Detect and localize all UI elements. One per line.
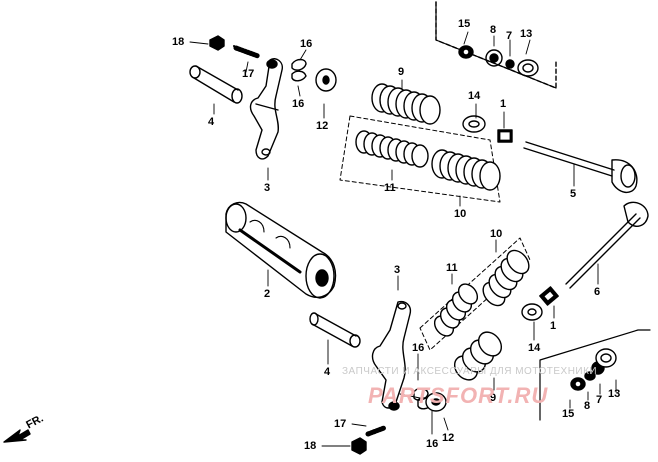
exhaust-valve [523,141,638,193]
stem-seal-bottom [539,286,559,306]
callout-18-top: 18 [172,36,185,48]
callout-15-top: 15 [458,18,471,30]
valve-spring-10-top [431,149,501,191]
callout-9-bottom: 9 [490,392,497,404]
adjuster-nut-top [209,35,225,51]
rocker-shaft-top [189,65,243,104]
spring-retainer-top [315,68,337,92]
rocker-arm-bottom [371,300,412,411]
callout-10-bottom: 10 [490,228,503,240]
inner-valve-spring-top [355,130,429,168]
callout-10-top: 10 [454,208,467,220]
adjusting-screw-top [233,45,261,59]
callout-6: 6 [594,286,601,298]
callout-2: 2 [264,288,271,300]
callout-15-bottom: 15 [562,408,575,420]
valve-cotter-top [291,58,307,82]
front-direction-arrow [3,429,31,443]
inset-box-bottom [539,329,651,421]
callout-4-bottom: 4 [324,366,331,378]
callout-16-top-a: 16 [300,38,313,50]
camshaft [225,201,337,299]
spring-box-bottom [419,237,531,351]
callout-7-top: 7 [506,30,513,42]
spring-seat-bottom [521,303,543,321]
callout-3-bottom: 3 [394,264,401,276]
callout-4-top: 4 [208,116,215,128]
outer-valve-spring-top [371,83,441,125]
rocker-shaft-bottom [309,312,361,348]
callout-3-top: 3 [264,182,271,194]
callout-13-top: 13 [520,28,533,40]
rocker-arm-top [249,58,284,160]
callout-17-top: 17 [242,68,255,80]
intake-valve [565,201,649,289]
callout-16-top-b: 16 [292,98,305,110]
callout-12-bottom: 12 [442,432,455,444]
adjuster-nut-bottom [351,437,367,455]
callout-18-bottom: 18 [304,440,317,452]
callout-16-bottom-b: 16 [426,438,439,450]
watermark-text: ЗАПЧАСТИ И АКСЕССУАРЫ ДЛЯ МОТОТЕХНИКИ [342,366,598,377]
callout-12-top: 12 [316,120,329,132]
inset-box-top [435,1,557,89]
callout-17-bottom: 17 [334,418,347,430]
callout-5: 5 [570,188,577,200]
callout-11-top: 11 [384,182,396,194]
inset-parts-top [458,45,539,77]
callout-7-bottom: 7 [596,394,603,406]
valve-springs-bottom [433,249,530,337]
callout-13-bottom: 13 [608,388,621,400]
stem-seal-top [497,129,513,143]
spring-box-top [339,115,501,203]
spring-retainer-bottom [425,392,447,412]
callout-9-top: 9 [398,66,405,78]
outer-valve-spring-bottom [453,331,503,381]
inset-parts-bottom [570,348,617,391]
callout-1-top: 1 [500,98,507,110]
callout-11-bottom: 11 [446,262,458,274]
callout-14-bottom: 14 [528,342,541,354]
callout-14-top: 14 [468,90,481,102]
callout-8-top: 8 [490,24,497,36]
callout-1-bottom: 1 [550,320,557,332]
callout-16-bottom-a: 16 [412,342,425,354]
spring-seat-top [462,115,486,133]
watermark-logo: PARTSFORT.RU [368,383,549,408]
adjusting-screw-bottom [365,425,387,437]
callout-8-bottom: 8 [584,400,591,412]
